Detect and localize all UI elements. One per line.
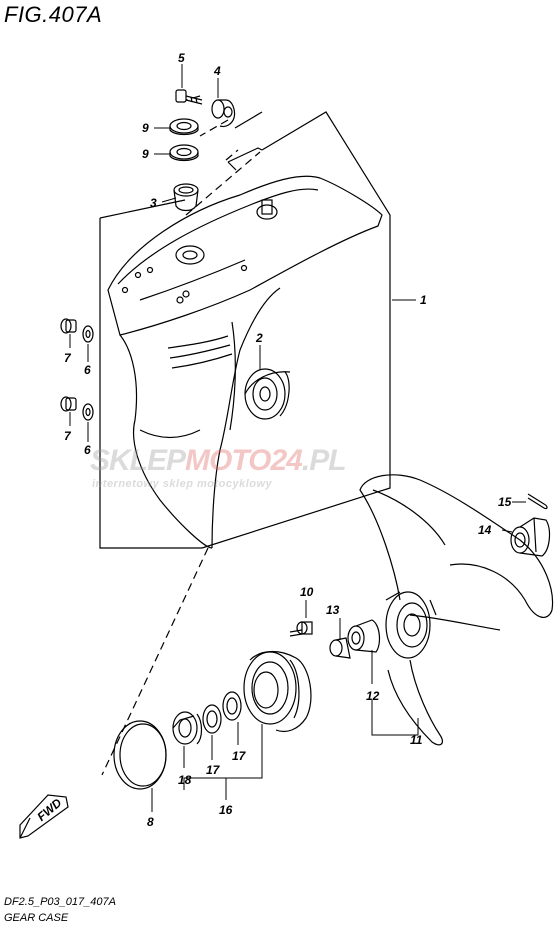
bolt-part-5	[175, 89, 203, 105]
callout-7b: 7	[64, 429, 72, 443]
figure-title: FIG.407A	[4, 2, 103, 27]
callout-13: 13	[326, 603, 340, 617]
callout-6a: 6	[84, 363, 91, 377]
plug-part-7-upper	[60, 318, 77, 334]
watermark-part3: 24	[269, 444, 303, 477]
callout-10: 10	[300, 585, 314, 599]
callout-14: 14	[478, 523, 492, 537]
callout-5: 5	[178, 51, 185, 65]
washer-part-9-lower	[169, 144, 199, 162]
callout-9a: 9	[142, 121, 149, 135]
callout-18: 18	[178, 773, 192, 787]
bolt-part-10	[289, 621, 313, 637]
cap-part-4	[211, 99, 236, 128]
housing-part-16	[243, 650, 312, 733]
callout-9b: 9	[142, 147, 149, 161]
gear-case-body	[107, 175, 383, 549]
cotter-pin-part-15	[527, 493, 548, 510]
callout-7a: 7	[64, 351, 72, 365]
seal-part-3	[173, 183, 199, 212]
watermark-tagline: internetowy sklep motocyklowy	[92, 478, 273, 490]
svg-text:SKLEPMOTO24.PL: SKLEPMOTO24.PL	[90, 444, 346, 477]
gear-case-box-outline	[99, 111, 391, 549]
callout-3: 3	[150, 196, 157, 210]
figure-name: GEAR CASE	[4, 912, 69, 924]
callout-17b: 17	[232, 749, 247, 763]
seal-part-17-left	[202, 704, 222, 734]
washer-part-9-upper	[169, 118, 199, 136]
figure-code: DF2.5_P03_017_407A	[4, 896, 116, 908]
propeller-part-11	[359, 474, 554, 746]
callout-labels: 1 2 3 4 5 6 6 7 7 8 9 9 10 11 12 13 14 1…	[64, 51, 512, 829]
callout-4: 4	[213, 64, 221, 78]
o-ring-part-8	[113, 720, 167, 790]
forward-direction-arrow: FWD	[19, 794, 69, 839]
gasket-part-6-upper	[82, 325, 94, 343]
callout-12: 12	[366, 689, 380, 703]
spline-bush-part-12	[347, 619, 381, 653]
leader-lines	[69, 64, 526, 812]
watermark-part2: MOTO	[185, 444, 271, 477]
watermark-part4: .PL	[302, 444, 346, 477]
gasket-part-6-lower	[82, 403, 94, 421]
bearing-part-18	[172, 711, 203, 745]
callout-17a: 17	[206, 763, 221, 777]
watermark-part1: SKLEP	[90, 444, 187, 477]
bearing-part-2	[244, 368, 291, 420]
callout-11: 11	[410, 733, 423, 747]
callout-16: 16	[219, 803, 233, 817]
plug-part-7-lower	[60, 396, 77, 412]
callout-15: 15	[498, 495, 512, 509]
callout-8: 8	[147, 815, 154, 829]
nut-part-14	[510, 517, 551, 557]
seal-part-17-right	[222, 691, 242, 721]
hidden-lines	[101, 95, 261, 776]
bush-part-13	[329, 637, 351, 659]
callout-2: 2	[255, 331, 263, 345]
watermark: SKLEPMOTO24.PL internetowy sklep motocyk…	[90, 444, 347, 490]
callout-6b: 6	[84, 443, 91, 457]
callout-1: 1	[420, 293, 427, 307]
